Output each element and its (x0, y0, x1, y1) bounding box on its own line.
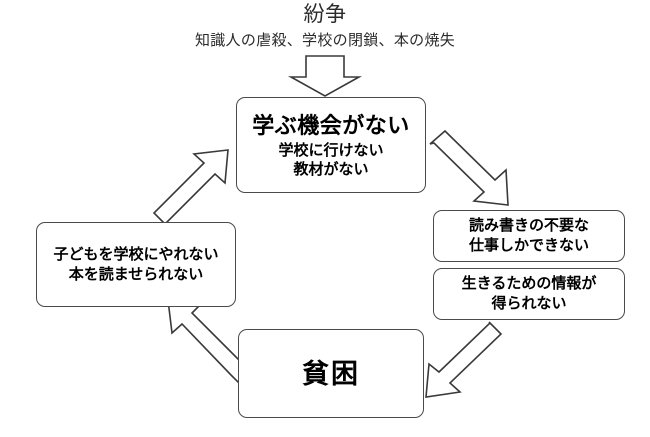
diagram-title: 紛争 (303, 3, 347, 26)
diagram-subtitle: 知識人の虐殺、学校の閉鎖、本の焼失 (194, 32, 456, 49)
node-learning-line1: 学校に行けない (278, 141, 384, 159)
node-learning-heading: 学ぶ機会がない (252, 112, 410, 138)
arrow-children-to-learning (152, 149, 229, 226)
node-info-line2: 得られない (491, 295, 567, 312)
node-children-line1: 子どもを学校にやれない (53, 245, 219, 263)
node-learning-opportunity[interactable]: 学ぶ機会がない 学校に行けない 教材がない (236, 97, 426, 193)
node-info-line1: 生きるための情報が (461, 275, 597, 292)
arrow-conflict-to-learning (287, 55, 363, 97)
node-work-line1: 読み書きの不要な (468, 217, 589, 234)
arrow-info-to-poverty (425, 321, 503, 398)
arrow-learning-to-work (429, 129, 509, 206)
node-children-line2: 本を読ませられない (68, 265, 204, 283)
node-children-cannot-attend[interactable]: 子どもを学校にやれない 本を読ませられない (36, 222, 236, 307)
node-poverty[interactable]: 貧困 (238, 329, 424, 418)
node-no-information[interactable]: 生きるための情報が 得られない (433, 268, 625, 320)
node-unskilled-work[interactable]: 読み書きの不要な 仕事しかできない (433, 210, 625, 262)
node-work-line2: 仕事しかできない (468, 237, 589, 254)
node-poverty-heading: 貧困 (302, 358, 360, 389)
node-learning-line2: 教材がない (293, 160, 369, 178)
